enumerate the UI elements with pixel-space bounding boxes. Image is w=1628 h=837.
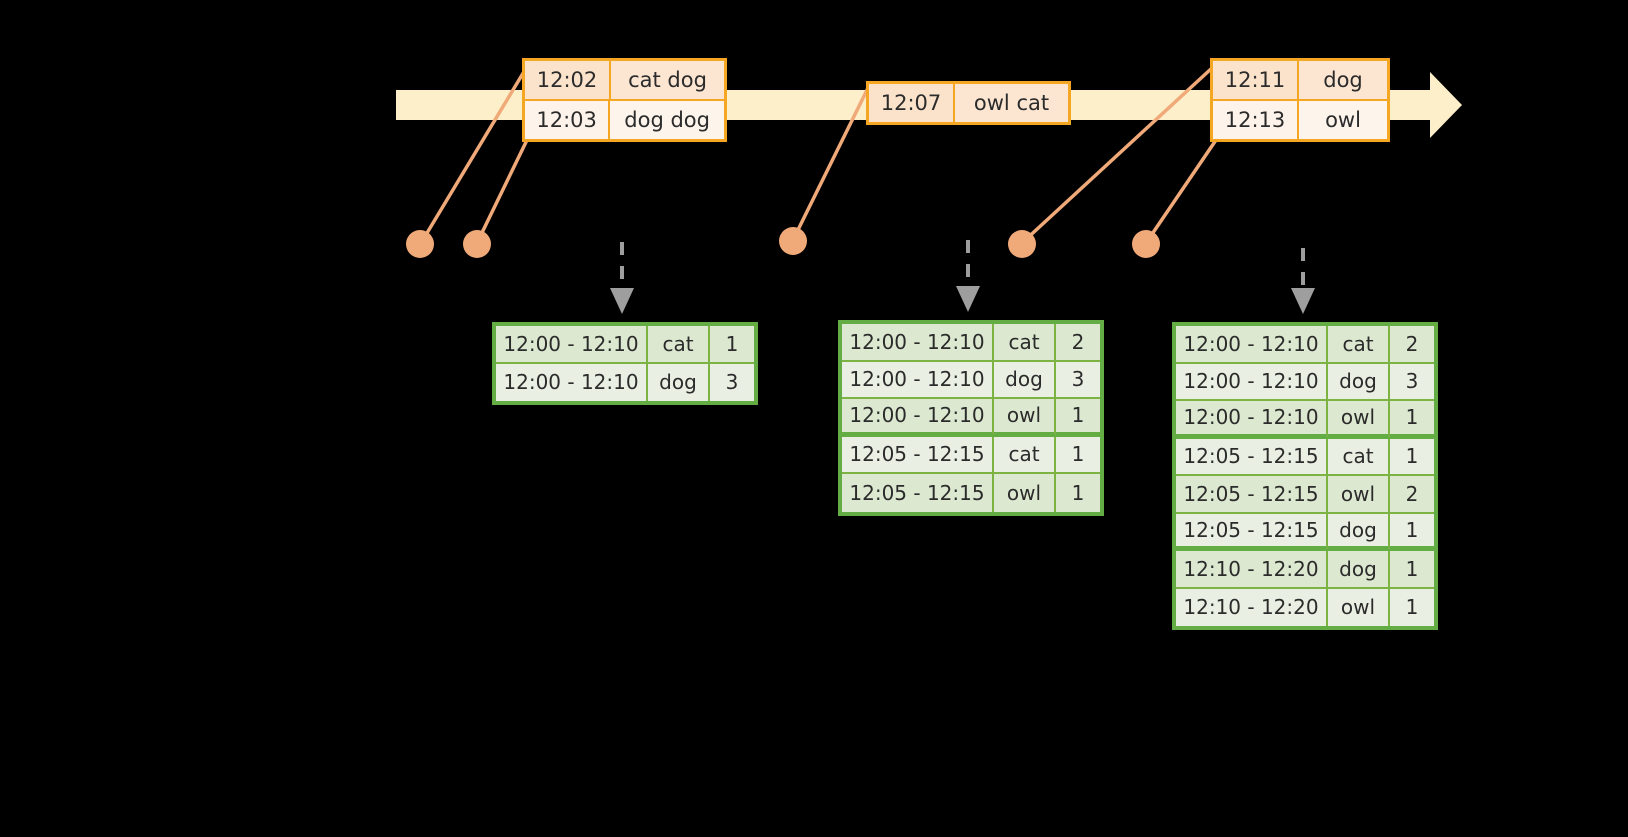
key-cell: dog — [994, 361, 1056, 399]
count-cell: 2 — [1390, 476, 1434, 514]
event-time: 12:03 — [525, 101, 611, 139]
window-cell: 12:05 - 12:15 — [1176, 438, 1328, 476]
key-cell: dog — [1328, 551, 1390, 589]
key-cell: cat — [994, 436, 1056, 474]
window-cell: 12:10 - 12:20 — [1176, 588, 1328, 626]
window-cell: 12:05 - 12:15 — [1176, 513, 1328, 551]
event-group-2[interactable]: 12:07 owl cat — [866, 81, 1071, 125]
count-cell: 1 — [1390, 513, 1434, 551]
count-cell: 1 — [1056, 474, 1100, 512]
event-group-1[interactable]: 12:02 cat dog 12:03 dog dog — [522, 58, 727, 142]
event-words: cat dog — [611, 61, 724, 99]
window-cell: 12:00 - 12:10 — [1176, 363, 1328, 401]
dot-1203[interactable] — [463, 230, 491, 258]
event-words: dog dog — [610, 101, 724, 139]
event-row[interactable]: 12:13 owl — [1213, 99, 1387, 139]
key-cell: cat — [1328, 326, 1390, 364]
count-cell: 3 — [1056, 361, 1100, 399]
key-cell: cat — [648, 326, 710, 364]
key-cell: owl — [1328, 588, 1390, 626]
window-cell: 12:00 - 12:10 — [1176, 326, 1328, 364]
count-cell: 1 — [1390, 438, 1434, 476]
dot-1211[interactable] — [1008, 230, 1036, 258]
window-cell: 12:05 - 12:15 — [842, 436, 994, 474]
key-cell: owl — [994, 399, 1056, 437]
emit-arrows — [620, 240, 1305, 288]
count-cell: 1 — [1056, 399, 1100, 437]
count-cell: 1 — [1390, 401, 1434, 439]
window-cell: 12:00 - 12:10 — [1176, 401, 1328, 439]
event-row[interactable]: 12:11 dog — [1213, 61, 1387, 99]
window-cell: 12:05 - 12:15 — [1176, 476, 1328, 514]
count-cell: 1 — [710, 326, 754, 364]
event-time: 12:07 — [869, 84, 955, 122]
window-cell: 12:10 - 12:20 — [1176, 551, 1328, 589]
count-cell: 1 — [1390, 551, 1434, 589]
event-time: 12:13 — [1213, 101, 1299, 139]
key-cell: cat — [1328, 438, 1390, 476]
count-cell: 3 — [710, 363, 754, 401]
window-cell: 12:00 - 12:10 — [842, 324, 994, 362]
event-time: 12:11 — [1213, 61, 1299, 99]
count-cell: 1 — [1390, 588, 1434, 626]
key-cell: owl — [1328, 476, 1390, 514]
event-dots — [406, 227, 1160, 258]
emit-arrowheads — [610, 286, 1315, 314]
connector-lines — [419, 66, 1218, 245]
window-cell: 12:00 - 12:10 — [842, 399, 994, 437]
key-cell: dog — [1328, 363, 1390, 401]
window-cell: 12:00 - 12:10 — [496, 363, 648, 401]
key-cell: cat — [994, 324, 1056, 362]
event-row[interactable]: 12:03 dog dog — [525, 99, 724, 139]
window-cell: 12:00 - 12:10 — [496, 326, 648, 364]
key-cell: dog — [648, 363, 710, 401]
window-cell: 12:05 - 12:15 — [842, 474, 994, 512]
count-cell: 2 — [1390, 326, 1434, 364]
count-cell: 2 — [1056, 324, 1100, 362]
event-row[interactable]: 12:07 owl cat — [869, 84, 1068, 122]
window-cell: 12:00 - 12:10 — [842, 361, 994, 399]
key-cell: owl — [1328, 401, 1390, 439]
dot-1202[interactable] — [406, 230, 434, 258]
event-words: owl cat — [955, 84, 1068, 122]
count-cell: 3 — [1390, 363, 1434, 401]
key-cell: dog — [1328, 513, 1390, 551]
event-group-3[interactable]: 12:11 dog 12:13 owl — [1210, 58, 1390, 142]
count-cell: 1 — [1056, 436, 1100, 474]
key-cell: owl — [994, 474, 1056, 512]
event-row[interactable]: 12:02 cat dog — [525, 61, 724, 99]
event-time: 12:02 — [525, 61, 611, 99]
event-words: owl — [1299, 101, 1387, 139]
dot-1213[interactable] — [1132, 230, 1160, 258]
dot-1207[interactable] — [779, 227, 807, 255]
event-words: dog — [1299, 61, 1387, 99]
